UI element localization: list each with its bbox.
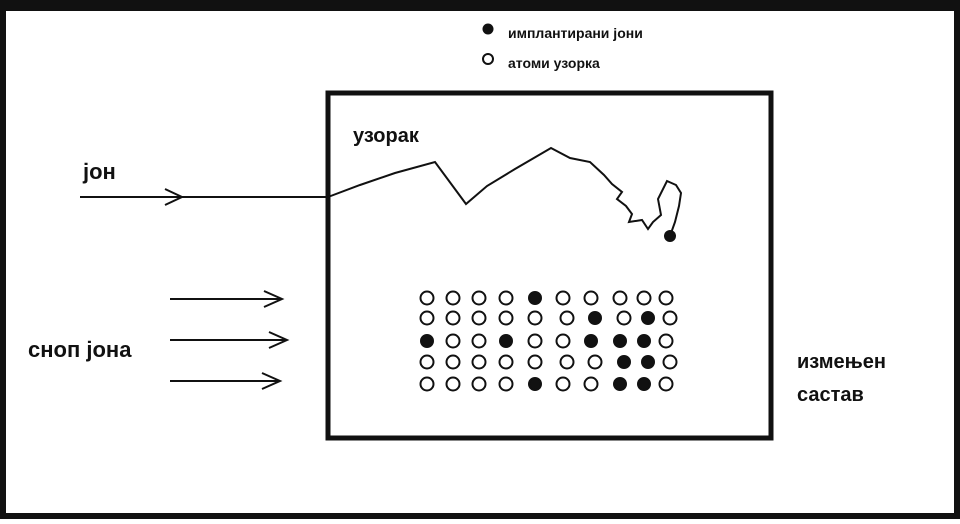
- sample-atom: [527, 333, 543, 349]
- sample-atom: [471, 310, 487, 326]
- sample-atom: [555, 376, 571, 392]
- sample-atom: [658, 290, 674, 306]
- implanted-ion: [420, 334, 434, 348]
- sample-atom-legend-marker: [482, 53, 494, 65]
- sample-atom: [583, 376, 599, 392]
- sample-atom: [419, 354, 435, 370]
- sample-atom: [445, 376, 461, 392]
- sample-atom: [636, 290, 652, 306]
- sample-atom: [583, 290, 599, 306]
- implanted-ion: [641, 355, 655, 369]
- ion-beam-label: сноп јона: [28, 337, 132, 362]
- sample-atom: [662, 354, 678, 370]
- sample-atom: [471, 354, 487, 370]
- implanted-ion: [528, 291, 542, 305]
- sample-label: узорак: [353, 125, 420, 147]
- ion-beam-arrows: [170, 290, 290, 390]
- changed-composition-label-2: састав: [797, 384, 864, 406]
- ion-label: јон: [82, 159, 116, 184]
- ion-trajectory: [327, 146, 683, 237]
- implanted-ion: [641, 311, 655, 325]
- sample-atom: [612, 290, 628, 306]
- sample-atom: [445, 354, 461, 370]
- sample-atom: [527, 310, 543, 326]
- sample-atom: [616, 310, 632, 326]
- sample-atom: [658, 376, 674, 392]
- sample-atom: [555, 290, 571, 306]
- ion-arrow-head: [164, 188, 185, 206]
- implanted-ion: [637, 377, 651, 391]
- sample-atom: [445, 310, 461, 326]
- sample-atom: [498, 354, 514, 370]
- sample-atom: [658, 333, 674, 349]
- sample-atom: [498, 310, 514, 326]
- implanted-ion: [617, 355, 631, 369]
- beam-arrow-2-head: [268, 331, 290, 349]
- implanted-ion-end: [664, 230, 676, 242]
- legend-atoms-label: атоми узорка: [508, 55, 600, 71]
- atom-grid: [419, 290, 678, 392]
- implanted-ion: [584, 334, 598, 348]
- sample-atom: [527, 354, 543, 370]
- sample-atom: [559, 354, 575, 370]
- sample-atom: [555, 333, 571, 349]
- legend: имплантирани јони атоми узорка: [482, 23, 643, 71]
- sample-atom: [471, 333, 487, 349]
- implanted-ion: [637, 334, 651, 348]
- sample-box: [325, 90, 774, 441]
- changed-composition-label-1: измењен: [797, 351, 886, 373]
- implanted-ion: [528, 377, 542, 391]
- legend-implanted-label: имплантирани јони: [508, 25, 643, 41]
- sample-atom: [587, 354, 603, 370]
- sample-atom: [445, 333, 461, 349]
- sample-atom: [419, 376, 435, 392]
- beam-arrow-3-head: [261, 372, 283, 390]
- implanted-ion: [613, 377, 627, 391]
- beam-arrow-1-head: [263, 290, 285, 308]
- sample-atom: [498, 290, 514, 306]
- sample-atom: [471, 376, 487, 392]
- sample-atom: [471, 290, 487, 306]
- implanted-ion: [499, 334, 513, 348]
- sample-atom: [419, 290, 435, 306]
- sample-atom: [662, 310, 678, 326]
- implanted-ion: [613, 334, 627, 348]
- sample-atom: [498, 376, 514, 392]
- sample-atom: [445, 290, 461, 306]
- sample-atom: [419, 310, 435, 326]
- implanted-ion: [588, 311, 602, 325]
- implanted-ion-legend-marker: [482, 23, 494, 35]
- sample-atom: [559, 310, 575, 326]
